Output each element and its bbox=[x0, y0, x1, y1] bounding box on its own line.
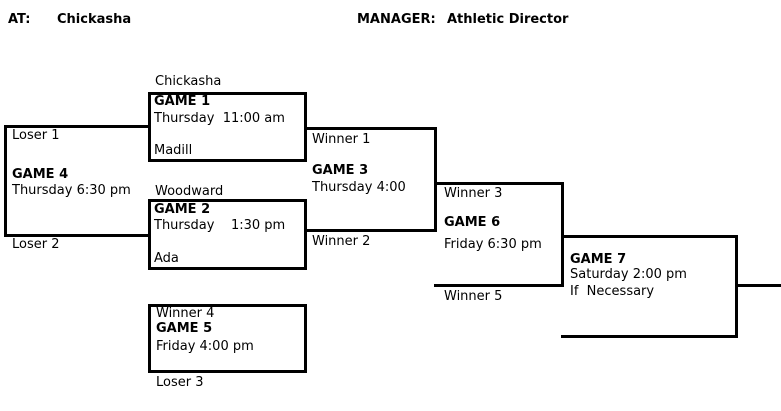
game4-slot-top: Loser 1 bbox=[12, 128, 60, 143]
game1-slot-bottom: Madill bbox=[154, 143, 193, 158]
game6-title: GAME 6 bbox=[444, 215, 501, 230]
game3-slot-bottom: Winner 2 bbox=[312, 234, 371, 249]
at-value: Chickasha bbox=[57, 12, 132, 27]
game6-bracket bbox=[434, 182, 564, 287]
game4-schedule: Thursday 6:30 pm bbox=[12, 183, 131, 198]
game2-slot-bottom: Ada bbox=[154, 251, 179, 266]
game2-slot-top: Woodward bbox=[155, 184, 224, 199]
game5-box bbox=[148, 304, 307, 373]
game6-slot-top: Winner 3 bbox=[444, 186, 503, 201]
game4-bracket bbox=[4, 125, 148, 237]
game1-slot-top: Chickasha bbox=[155, 74, 222, 89]
game3-slot-top: Winner 1 bbox=[312, 132, 371, 147]
game2-schedule: Thursday 1:30 pm bbox=[154, 218, 286, 233]
game2-box bbox=[148, 199, 307, 270]
game7-note: If Necessary bbox=[570, 284, 655, 299]
game3-title: GAME 3 bbox=[312, 163, 369, 178]
game5-slot-top: Winner 4 bbox=[156, 306, 215, 321]
game4-slot-bottom: Loser 2 bbox=[12, 237, 60, 252]
game3-bracket bbox=[305, 127, 437, 232]
game5-slot-bottom: Loser 3 bbox=[156, 375, 204, 390]
game1-schedule: Thursday 11:00 am bbox=[154, 111, 285, 126]
game3-schedule: Thursday 4:00 bbox=[312, 180, 406, 195]
game5-title: GAME 5 bbox=[156, 321, 213, 336]
game6-slot-bottom: Winner 5 bbox=[444, 289, 503, 304]
game1-title: GAME 1 bbox=[154, 94, 211, 109]
game5-schedule: Friday 4:00 pm bbox=[156, 339, 254, 354]
game7-schedule: Saturday 2:00 pm bbox=[570, 267, 687, 282]
game4-title: GAME 4 bbox=[12, 167, 69, 182]
manager-value: Athletic Director bbox=[447, 12, 569, 27]
game2-title: GAME 2 bbox=[154, 202, 211, 217]
at-label: AT: bbox=[8, 12, 31, 27]
manager-label: MANAGER: bbox=[357, 12, 436, 27]
champion-line bbox=[735, 284, 781, 287]
game7-title: GAME 7 bbox=[570, 252, 627, 267]
game6-schedule: Friday 6:30 pm bbox=[444, 237, 542, 252]
